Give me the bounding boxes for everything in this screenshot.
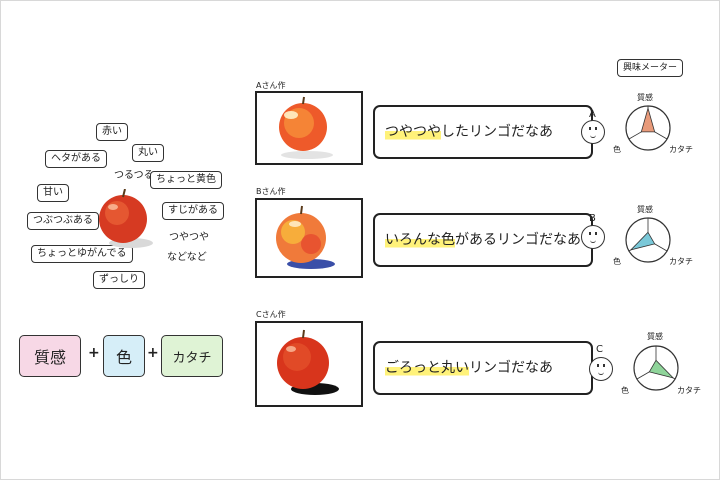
speech-b-rest: があるリンゴだなあ [455, 232, 581, 248]
katachi-box: カタチ [161, 335, 223, 377]
word-nadonado: などなど [167, 252, 207, 263]
speech-b: いろんな色があるリンゴだなあ [373, 213, 593, 267]
shitsukan-box: 質感 [19, 335, 81, 377]
radar-b-top-label: 質感 [637, 205, 653, 214]
radar-b-left-label: 色 [613, 257, 621, 266]
reader-face-b [581, 225, 605, 249]
radar-a-left-label: 色 [613, 145, 621, 154]
word-tsubutsubu: つぶつぶある [27, 212, 99, 230]
word-akai: 赤い [96, 123, 128, 141]
speech-a-highlight: つやつや [385, 123, 441, 141]
radar-c-left-label: 色 [621, 386, 629, 395]
iro-box: 色 [103, 335, 145, 377]
word-yugandeiru: ちょっとゆがんでる [31, 245, 133, 263]
radar-c-right-label: カタチ [677, 386, 701, 395]
reader-letter-c: C [596, 344, 603, 355]
apple-b-illustration [276, 205, 335, 269]
reader-face-c [589, 357, 613, 381]
radar-b-right-label: カタチ [669, 257, 693, 266]
word-heta: ヘタがある [45, 150, 107, 168]
word-marui: 丸い [132, 144, 164, 162]
artwork-frame-a [255, 91, 363, 165]
meter-title: 興味メーター [617, 59, 684, 77]
speech-c-highlight: ごろっと丸い [385, 359, 469, 377]
apple-a-illustration [279, 96, 333, 159]
radar-c-shape [648, 359, 675, 379]
reader-letter-b: B [589, 213, 596, 224]
radar-a-right-label: カタチ [669, 145, 693, 154]
caption-b: Bさん作 [256, 187, 286, 196]
speech-c: ごろっと丸いリンゴだなあ [373, 341, 593, 395]
speech-b-highlight: いろんな色 [385, 231, 455, 249]
plus-sign-2: + [147, 345, 159, 361]
radar-c [633, 345, 679, 391]
speech-a: つやつやしたリンゴだなあ [373, 105, 593, 159]
word-chotto-koshoku: ちょっと黄色 [150, 171, 222, 189]
word-tsuyatsuya: つやつや [169, 232, 209, 243]
radar-c-top-label: 質感 [647, 332, 663, 341]
artwork-frame-c [255, 321, 363, 407]
caption-a: Aさん作 [256, 81, 286, 90]
radar-b-shape [629, 231, 656, 251]
radar-a-top-label: 質感 [637, 93, 653, 102]
reader-face-a [581, 120, 605, 144]
word-zusshiri: ずっしり [93, 271, 145, 289]
apple-c-illustration [277, 329, 339, 395]
word-tsurutsuru: つるつる [114, 170, 154, 181]
word-amai: 甘い [37, 184, 69, 202]
radar-b [625, 217, 671, 263]
artwork-frame-b [255, 198, 363, 278]
plus-sign-1: + [88, 345, 100, 361]
speech-a-rest: したリンゴだなあ [441, 124, 553, 140]
speech-c-rest: リンゴだなあ [469, 360, 553, 376]
radar-a-shape [640, 106, 656, 133]
radar-a [625, 105, 671, 151]
reader-letter-a: A [589, 109, 596, 120]
center-apple [99, 189, 153, 248]
word-sujigaaru: すじがある [162, 202, 224, 220]
caption-c: Cさん作 [256, 310, 286, 319]
